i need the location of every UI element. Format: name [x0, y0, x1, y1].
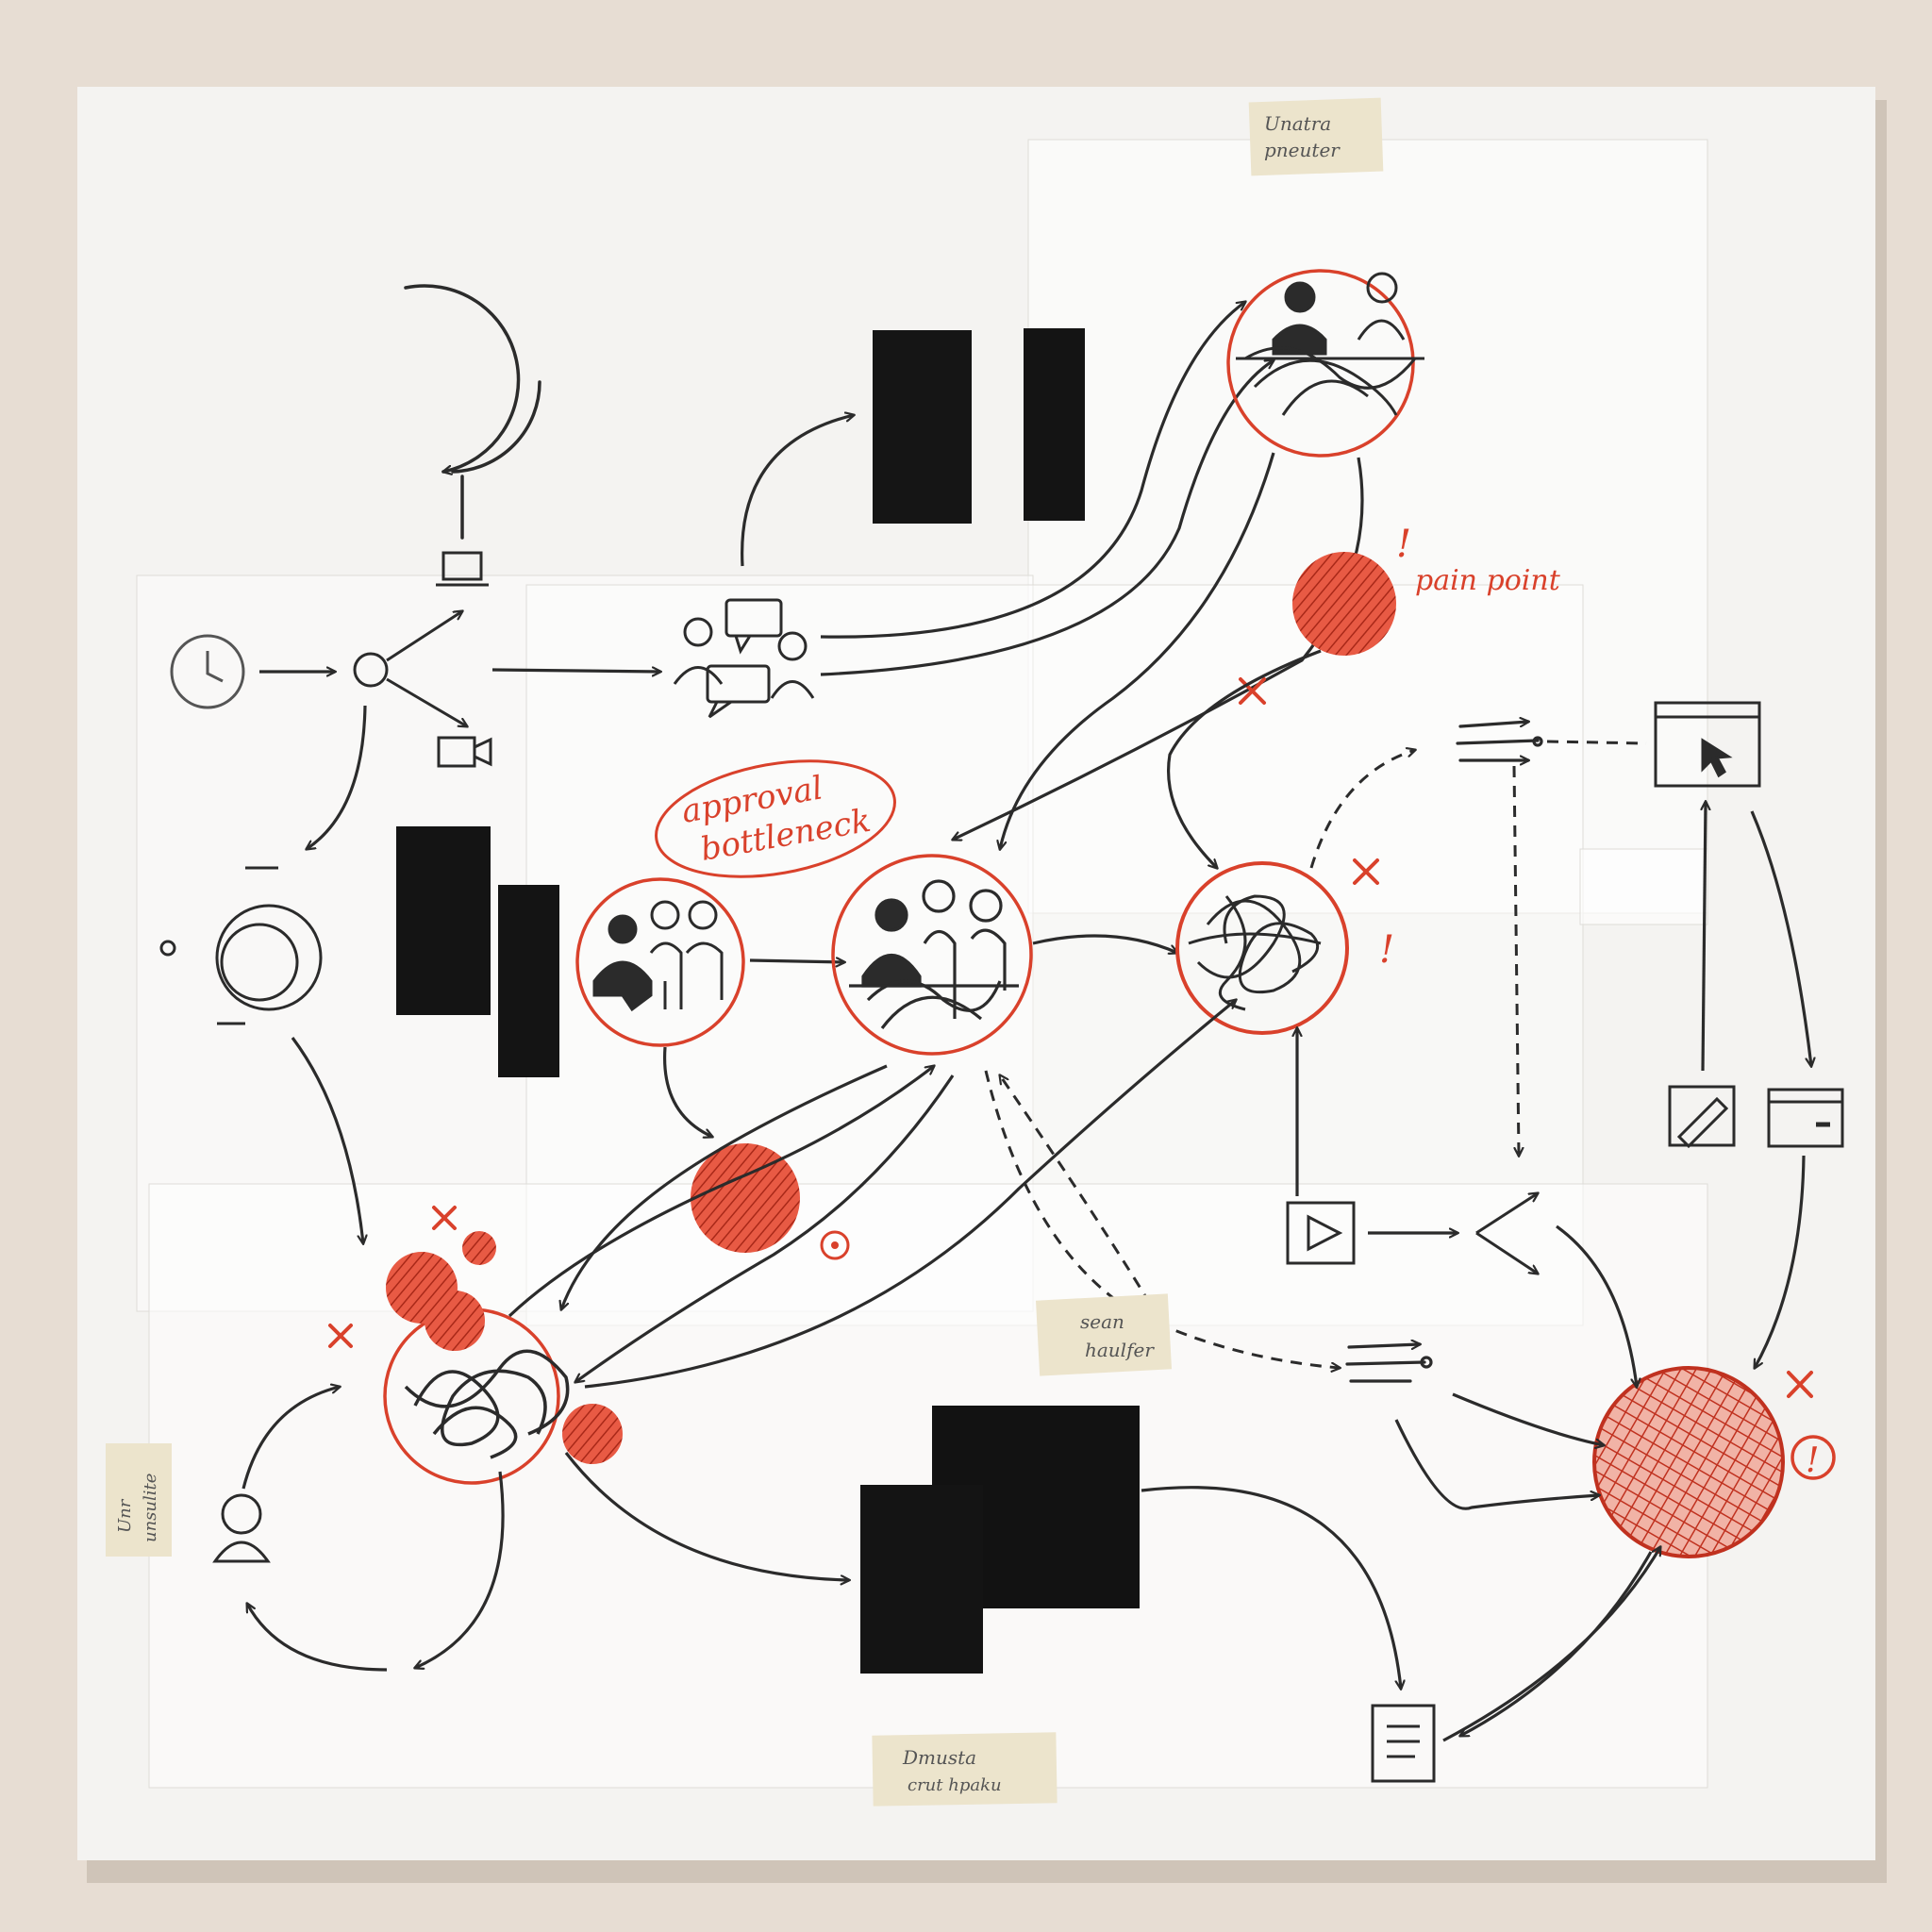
alert-icon	[1790, 1435, 1836, 1480]
arrow	[820, 360, 1274, 676]
tape-label-left: Unr unsulite	[106, 1443, 172, 1557]
play-button-icon	[1286, 1201, 1356, 1265]
tangle-circle	[1175, 861, 1349, 1035]
paper-block	[498, 885, 559, 1077]
chat-group-icon	[673, 598, 815, 719]
paper-block	[873, 330, 972, 524]
dashed-arrow	[1309, 750, 1415, 869]
arrow	[575, 1074, 955, 1382]
exclamation-mark: !	[1396, 523, 1411, 566]
tracing-sheet-right-strip	[1579, 848, 1708, 925]
arrow	[953, 457, 1364, 840]
svg-text:pneuter: pneuter	[1264, 139, 1341, 161]
edit-window-icon	[1668, 1085, 1736, 1149]
arrow	[584, 1000, 1236, 1389]
team-group-circle	[575, 877, 745, 1047]
pain-point-marker	[691, 1143, 800, 1253]
tracing-sheet-top-right	[1027, 139, 1708, 914]
browser-window-icon	[1767, 1088, 1844, 1148]
paper-block	[396, 826, 491, 1015]
browser-cursor-icon	[1654, 701, 1761, 788]
laptop-icon	[436, 551, 489, 587]
svg-text:sean: sean	[1080, 1310, 1124, 1333]
alert-exclamation: !	[1806, 1441, 1819, 1480]
exclamation-mark: !	[1379, 928, 1394, 972]
arrow	[1460, 1551, 1653, 1736]
arrow	[307, 705, 367, 849]
camera-icon	[159, 866, 323, 1025]
arrow	[1556, 1224, 1637, 1387]
arrow	[415, 1471, 505, 1668]
pain-point-marker	[1292, 552, 1396, 656]
paper-block	[1024, 328, 1085, 521]
svg-text:Unatra: Unatra	[1264, 112, 1331, 135]
dashed-link	[1546, 740, 1647, 745]
pain-dot	[562, 1404, 623, 1464]
tangle-icon	[404, 1349, 570, 1459]
svg-text:crut hpaku: crut hpaku	[908, 1775, 1002, 1795]
arrow	[1141, 1486, 1401, 1689]
target-icon	[820, 1230, 850, 1260]
x-mark	[1353, 858, 1379, 885]
svg-text:unsulite: unsulite	[141, 1474, 160, 1542]
tape-label-bottom: Dmusta crut hpaku	[872, 1732, 1058, 1807]
arrow	[1167, 649, 1322, 868]
arrow	[247, 1604, 388, 1672]
team-tangle-icon	[849, 879, 1019, 1029]
list-lines-icon	[1456, 722, 1543, 760]
clock-icon	[170, 634, 245, 709]
target-dot	[831, 1241, 839, 1249]
arrow	[561, 1064, 888, 1309]
pain-dot	[425, 1291, 485, 1351]
branch-node-icon	[353, 611, 467, 726]
pain-point-label: pain point	[1415, 564, 1561, 597]
arrow	[662, 1046, 712, 1137]
user-icon	[212, 1493, 271, 1563]
arrow	[1032, 934, 1177, 953]
svg-text:Dmusta: Dmusta	[902, 1746, 976, 1769]
arrow	[1000, 452, 1275, 849]
svg-text:Unr: Unr	[115, 1498, 135, 1533]
dashed-arrow	[1512, 765, 1519, 1156]
arrow	[820, 302, 1245, 639]
tape-label-top: Unatra pneuter	[1248, 97, 1384, 176]
arrow	[1755, 1155, 1806, 1368]
arrow	[1394, 1419, 1599, 1510]
video-camera-icon	[437, 736, 492, 768]
team-tangle-circle	[831, 854, 1033, 1056]
tangle-icon	[1188, 894, 1322, 1011]
arrow	[291, 1037, 363, 1243]
svg-text:haulfer: haulfer	[1085, 1339, 1155, 1361]
arrow	[491, 670, 660, 672]
arrow	[1750, 810, 1811, 1066]
list-lines-icon	[1345, 1344, 1433, 1383]
document-icon	[1371, 1704, 1436, 1783]
team-group-icon	[592, 900, 724, 1012]
arrow	[242, 1387, 340, 1490]
arrow	[749, 960, 844, 962]
tape-label-middle: sean haulfer	[1036, 1293, 1172, 1376]
arrow	[564, 1452, 849, 1580]
cycle-icon	[404, 284, 541, 540]
arrow	[508, 1066, 934, 1318]
paper-block	[860, 1485, 983, 1674]
x-mark	[1239, 677, 1266, 705]
team-meeting-circle	[1226, 269, 1415, 458]
pain-dot	[462, 1231, 496, 1265]
fork-icon	[1475, 1193, 1538, 1274]
arrow	[1703, 802, 1706, 1072]
critical-pain-marker	[1592, 1366, 1785, 1558]
x-mark	[328, 1206, 457, 1348]
arrow	[741, 415, 854, 567]
approval-bottleneck-bubble	[655, 759, 896, 878]
team-meeting-icon	[1236, 272, 1424, 416]
arrow	[1452, 1392, 1604, 1445]
x-mark	[1787, 1371, 1813, 1398]
